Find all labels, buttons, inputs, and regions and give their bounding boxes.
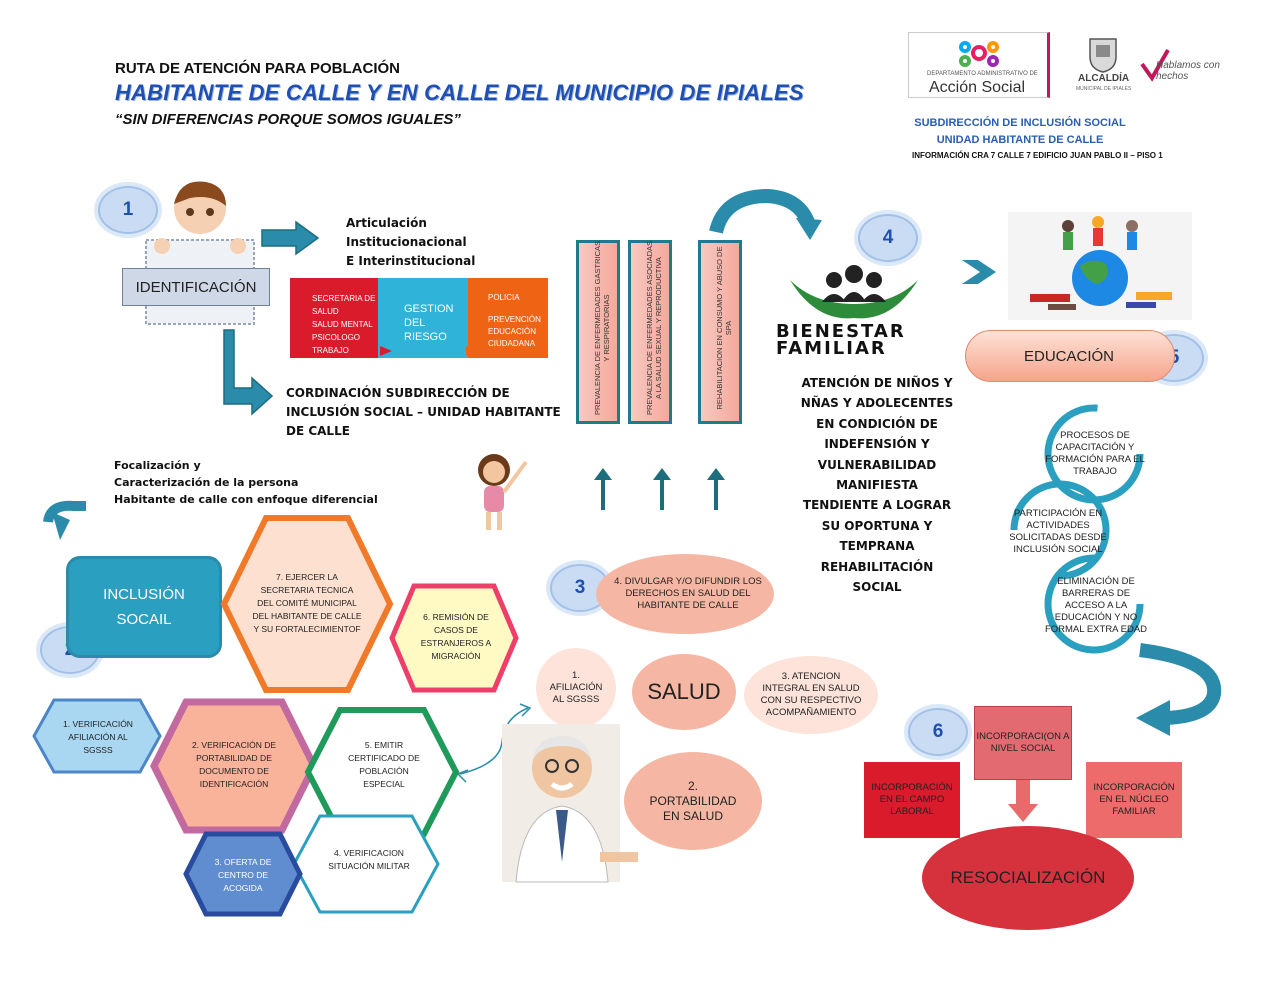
arrow-up-icon — [707, 468, 725, 510]
alcaldia-text: ALCALDÍA — [1078, 73, 1130, 84]
alcaldia-shield-icon — [1089, 38, 1117, 73]
process-circles — [1010, 404, 1144, 654]
arrow-up-icon — [594, 468, 612, 510]
accion-social-logo: DEPARTAMENTO ADMINISTRATIVO DE Acción So… — [908, 32, 1050, 98]
arrow-curved-inclusion-head — [52, 512, 70, 540]
educacion-label: EDUCACIÓN — [1024, 347, 1115, 365]
arrow-curved-resocializacion — [1139, 643, 1222, 725]
subdireccion-line-2: UNIDAD HABITANTE DE CALLE — [936, 134, 1104, 146]
box-red-item: PSICOLOGO — [312, 333, 361, 342]
afiliacion-ellipse: 1. AFILIACIÓN AL SGSSS — [536, 648, 616, 728]
atencion-ninos-text: ATENCIÓN DE NIÑOS Y NÑAS Y ADOLECENTES E… — [800, 376, 954, 595]
bienestar-familiar-logo-icon — [790, 265, 918, 319]
box-orange-item: PREVENCIÓN — [488, 315, 541, 324]
accion-social-logo-small-text: DEPARTAMENTO ADMINISTRATIVO DE — [927, 71, 1038, 77]
arrow-bent-cordinacion — [223, 329, 274, 416]
focalizacion-text: Focalización y Caracterización de la per… — [114, 457, 378, 508]
title-line-2: HABITANTE DE CALLE Y EN CALLE DEL MUNICI… — [115, 80, 804, 105]
articulacion-line-1: Articulación — [346, 216, 427, 230]
divulgar-ellipse: 4. DIVULGAR Y/O DIFUNDIR LOS DERECHOS EN… — [596, 554, 774, 634]
proceso-participacion: PARTICIPACIÓN EN ACTIVIDADES SOLICITADAS… — [1009, 508, 1107, 555]
box-gestion-riesgo: GESTION DEL RIESGO — [378, 278, 468, 358]
salud-center-ellipse: SALUD — [632, 654, 736, 730]
hablamos-logo: Hablamos con hechos — [1140, 48, 1220, 88]
title-line-1: RUTA DE ATENCIÓN PARA POBLACIÓN — [115, 60, 400, 77]
step-badge-4: 4 — [858, 214, 918, 262]
identificacion-box: IDENTIFICACIÓN — [122, 268, 270, 306]
proceso-eliminacion: ELIMINACIÓN DE BARRERAS DE ACCESO A LA E… — [1044, 576, 1148, 635]
chevron-right-icon — [962, 260, 996, 284]
box-campo-laboral: INCORPORACIÓN EN EL CAMPO LABORAL — [864, 762, 960, 838]
arrow-right-articulacion — [261, 220, 320, 256]
hexagon-4-text: 4. VERIFICACION SITUACIÓN MILITAR — [328, 848, 410, 871]
articulacion-line-3: E Interinstitucional — [346, 254, 476, 268]
portabilidad-ellipse: 2. PORTABILIDAD EN SALUD — [624, 752, 762, 850]
inclusion-line-1: INCLUSIÓN — [103, 586, 185, 603]
atencion-integral-ellipse: 3. ATENCION INTEGRAL EN SALUD CON SU RES… — [744, 656, 878, 734]
box-red-item: TRABAJO SOCIAL — [312, 346, 349, 368]
vertical-bar-gastricas: PREVALENCIA DE ENFERMEDADES GASTRICAS Y … — [576, 240, 620, 424]
arrow-curved-resocializacion-head — [1136, 700, 1170, 736]
bienestar-line-2: FAMILIAR — [776, 338, 887, 359]
hexagon-7-text: 7. EJERCER LA SECRETARIA TECNICA DEL COM… — [252, 571, 362, 634]
hexagon-6 — [389, 583, 519, 693]
accion-social-logo-main-text: Acción Social — [929, 79, 1026, 96]
bienestar-familiar-text: BIENESTAR FAMILIAR — [776, 321, 906, 359]
subdireccion-line-1: SUBDIRECCIÓN DE INCLUSIÓN SOCIAL — [914, 117, 1126, 129]
box-secretaria-salud: SECRETARIA DE SALUD SALUD MENTAL PSICOLO… — [290, 278, 378, 368]
box-nivel-social: INCORPORACI(ON A NIVEL SOCIAL — [974, 706, 1072, 780]
focalizacion-line-3: Habitante de calle con enfoque diferenci… — [114, 493, 378, 506]
focalizacion-line-1: Focalización y — [114, 459, 201, 472]
step-badge-1: 1 — [98, 186, 158, 234]
hablamos-text: Hablamos con hechos — [1156, 60, 1220, 82]
cordinacion-text: CORDINACIÓN SUBDIRECCIÓN DE INCLUSIÓN SO… — [286, 386, 561, 438]
small-arrows — [380, 346, 478, 356]
box-nucleo-familiar: INCORPORACIÓN EN EL NÚCLEO FAMILIAR — [1086, 762, 1182, 838]
box-blue-text: GESTION DEL RIESGO — [404, 303, 454, 343]
arrow-curved-bienestar — [709, 188, 815, 234]
doctor-illustration-icon — [502, 724, 638, 883]
hexagon-7 — [220, 515, 394, 693]
focalizacion-line-2: Caracterización de la persona — [114, 476, 299, 489]
educacion-pill: EDUCACIÓN — [965, 330, 1175, 382]
arrow-down-resocializacion — [1016, 778, 1030, 804]
hexagon-1-text: 1. VERIFICACIÓN AFILIACIÓN AL SGSSS — [63, 718, 133, 755]
girl-illustration-icon — [478, 454, 528, 530]
hexagon-2-text: 2. VERIFICACIÓN DE PORTABILIDAD DE DOCUM… — [191, 740, 277, 789]
inclusion-line-2: SOCAIL — [116, 611, 172, 628]
education-globe-icon — [1008, 212, 1192, 320]
arrow-up-icon — [653, 468, 671, 510]
checkmark-icon — [1140, 49, 1170, 82]
title-slogan: “SIN DIFERENCIAS PORQUE SOMOS IGUALES” — [115, 111, 461, 128]
resocializacion-ellipse: RESOCIALIZACIÓN — [922, 826, 1134, 930]
hexagon-6-text: 6. REMISIÓN DE CASOS DE ESTRANJEROS A MI… — [420, 612, 492, 661]
alcaldia-logo: ALCALDÍA MUNICIPAL DE IPIALES — [1072, 35, 1134, 97]
inclusion-social-box: INCLUSIÓN SOCAIL — [66, 556, 222, 658]
alcaldia-subtext: MUNICIPAL DE IPIALES — [1076, 86, 1132, 92]
arrow-curved-bienestar-head — [796, 218, 822, 240]
subdireccion-info: INFORMACIÓN CRA 7 CALLE 7 EDIFICIO JUAN … — [912, 151, 1163, 160]
arrow-curved-inclusion — [43, 500, 86, 523]
hexagon-3 — [183, 831, 303, 917]
box-policia: POLICIA PREVENCIÓN EDUCACIÓN CIUDADANA — [468, 278, 548, 358]
proceso-capacitacion: PROCESOS DE CAPACITACIÓN Y FORMACIÓN PAR… — [1045, 430, 1145, 477]
box-orange-item: POLICIA — [488, 293, 520, 302]
articulacion-line-2: Institucionacional — [346, 235, 467, 249]
hexagon-3-text: 3. OFERTA DE CENTRO DE ACOGIDA — [214, 856, 272, 893]
accion-social-logo-icon — [959, 41, 999, 67]
step-badge-6: 6 — [908, 708, 968, 756]
bienestar-line-1: BIENESTAR — [776, 321, 906, 342]
hexagon-2 — [150, 698, 318, 834]
hexagon-1 — [32, 698, 162, 774]
vertical-bar-salud-sexual: PREVALENCIA DE ENFERMEDADES ASOCIADAS A … — [628, 240, 672, 424]
hexagon-5 — [304, 707, 460, 837]
vertical-bar-spa: REHABILITACION EN CONSUMO Y ABUSO DE SPA — [698, 240, 742, 424]
box-red-item: SALUD MENTAL — [312, 320, 373, 329]
articulacion-text: Articulación Institucionacional E Interi… — [346, 214, 475, 271]
box-orange-item: EDUCACIÓN CIUDADANA — [488, 327, 537, 348]
hexagon-5-text: 5. EMITIR CERTIFICADO DE POBLACIÓN ESPEC… — [348, 740, 420, 789]
box-red-item: SECRETARIA DE SALUD — [312, 294, 376, 316]
